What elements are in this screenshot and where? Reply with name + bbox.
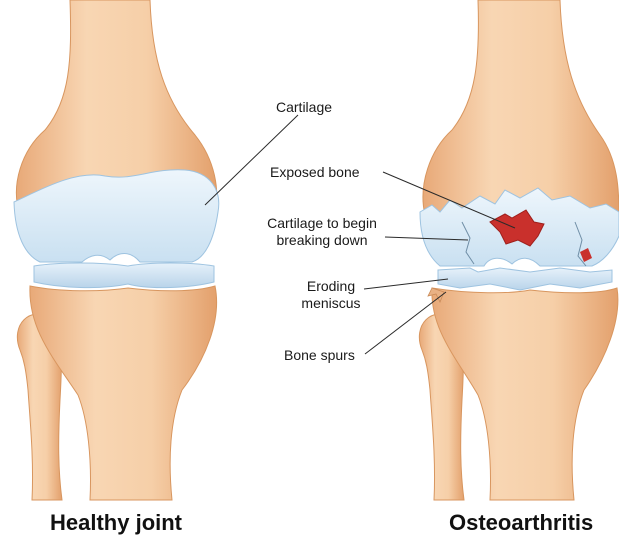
- eroding-meniscus-label: Eroding meniscus: [299, 278, 363, 312]
- cartilage-breaking-line1: Cartilage to begin: [258, 215, 386, 232]
- healthy-joint-caption: Healthy joint: [50, 510, 182, 536]
- cartilage-breaking-line2: breaking down: [258, 232, 386, 249]
- cartilage-breaking-label: Cartilage to begin breaking down: [258, 215, 386, 249]
- cartilage-label: Cartilage: [276, 99, 332, 116]
- cartilage-leader: [205, 115, 298, 205]
- oa-femur: [423, 0, 619, 215]
- oa-meniscus: [438, 268, 612, 290]
- osteoarthritis-caption: Osteoarthritis: [449, 510, 593, 536]
- eroding-meniscus-leader: [364, 279, 448, 289]
- osteoarthritis-joint-illustration: [419, 0, 619, 500]
- healthy-meniscus: [34, 263, 214, 288]
- exposed-bone-label: Exposed bone: [270, 164, 360, 181]
- bone-spurs-label: Bone spurs: [284, 347, 355, 364]
- eroding-line1: Eroding: [299, 278, 363, 295]
- eroding-line2: meniscus: [299, 295, 363, 312]
- healthy-joint-illustration: [14, 0, 219, 500]
